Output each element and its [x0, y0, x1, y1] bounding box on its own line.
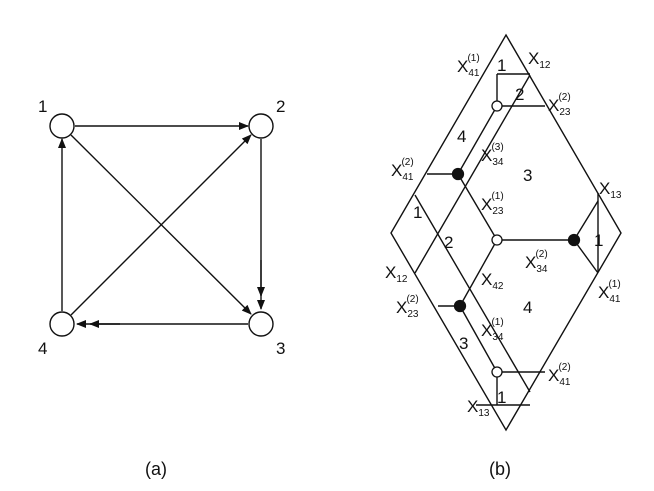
face-upper-4: 4 — [457, 127, 466, 146]
face-bottom-1: 1 — [497, 388, 506, 407]
label-x12-left: X12 — [385, 263, 408, 285]
face-lower-4: 4 — [523, 298, 532, 317]
face-left-1: 1 — [413, 203, 422, 222]
white-vertex-bottom — [491, 366, 503, 378]
node-1-label: 1 — [38, 97, 47, 116]
web-edge-x34-1 — [459, 305, 498, 373]
white-vertex-top — [491, 100, 503, 112]
caption-b: (b) — [489, 459, 511, 479]
web-edge-x42 — [459, 239, 498, 307]
panel-b: 1 2 4 3 1 2 1 4 3 1 X41(1) X12 X23(2) X3… — [385, 33, 622, 479]
node-4 — [49, 311, 75, 337]
web-edge-x13-right — [573, 200, 599, 241]
face-top-1: 1 — [497, 56, 506, 75]
label-x23-1: X23(1) — [481, 191, 504, 217]
label-x13-bottom: X13 — [467, 397, 490, 419]
black-vertex-lower — [453, 299, 467, 313]
outer-rhombus — [390, 33, 622, 432]
label-x41-2-left: X41(2) — [391, 157, 414, 183]
label-x23-2-right: X23(2) — [548, 92, 571, 118]
label-x34-1: X34(1) — [481, 317, 504, 343]
web-edge-x34-3 — [457, 105, 498, 175]
node-1 — [49, 113, 75, 139]
face-center-3: 3 — [523, 166, 532, 185]
face-right-1: 1 — [594, 231, 603, 250]
label-x34-2: X34(2) — [525, 249, 548, 275]
inner-boundary-upper-left — [414, 74, 531, 274]
label-x41-1-top: X41(1) — [457, 53, 480, 79]
face-top-2: 2 — [515, 85, 524, 104]
black-vertex-right — [567, 233, 581, 247]
black-vertex-upper — [451, 167, 465, 181]
inner-boundary-lower-left — [414, 194, 531, 393]
label-x34-3: X34(3) — [481, 142, 504, 168]
label-x23-2-left: X23(2) — [396, 294, 419, 320]
node-3 — [248, 311, 274, 337]
white-vertex-center — [491, 234, 503, 246]
web-edge-x23-1 — [457, 173, 498, 241]
node-4-label: 4 — [38, 339, 47, 358]
face-lower-3: 3 — [459, 334, 468, 353]
web-edge-x41-1 — [573, 239, 599, 274]
face-center-2: 2 — [444, 233, 453, 252]
node-2-label: 2 — [276, 97, 285, 116]
label-x41-1-right: X41(1) — [598, 279, 621, 305]
panel-a: 1 2 3 4 (a) — [38, 97, 285, 479]
node-2 — [248, 113, 274, 139]
label-x13-right: X13 — [599, 179, 622, 201]
label-x12-top: X12 — [528, 49, 551, 71]
label-x42: X42 — [481, 270, 504, 292]
caption-a: (a) — [145, 459, 167, 479]
edge-4-2 — [70, 134, 252, 316]
node-3-label: 3 — [276, 339, 285, 358]
label-x41-2-bottom: X41(2) — [548, 362, 571, 388]
